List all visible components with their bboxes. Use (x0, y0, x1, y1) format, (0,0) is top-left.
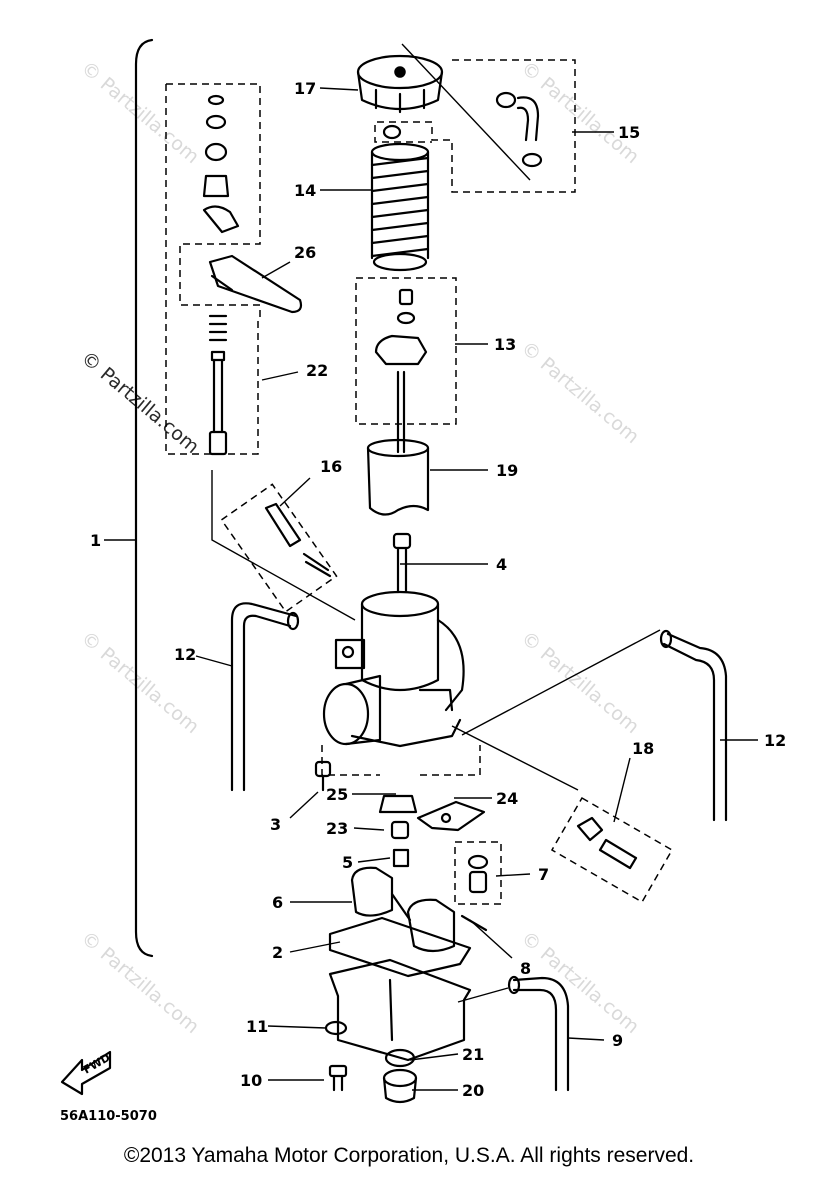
box-16-parts (220, 483, 338, 613)
part-21-washer (384, 1048, 416, 1068)
callout-18: 18 (632, 739, 654, 758)
leader-lines (104, 43, 758, 1091)
part-18-throttle-stop (576, 816, 638, 870)
watermark-text: © Partzilla.com (77, 57, 203, 168)
part-22-stop-screw (208, 314, 228, 456)
part-6-float (350, 866, 456, 953)
box-18-parts (550, 796, 674, 904)
part-19-throttle-valve (366, 438, 430, 516)
callout-10: 10 (240, 1071, 262, 1090)
callout-22: 22 (306, 361, 328, 380)
callout-15: 15 (618, 123, 640, 142)
part-float-bowl (328, 958, 472, 1062)
part-8-pin (460, 914, 488, 932)
callout-12-left: 12 (174, 645, 196, 664)
part-16-air-screw (264, 502, 332, 578)
watermark-text: © Partzilla.com (517, 627, 643, 738)
part-24-plate (416, 800, 486, 832)
part-17-cap (356, 54, 444, 114)
box-22-parts (165, 84, 259, 455)
part-3-screw (314, 760, 332, 792)
watermark-text: © Partzilla.com (77, 927, 203, 1038)
callout-9: 9 (612, 1031, 623, 1050)
callout-7: 7 (538, 865, 549, 884)
part-body-carburetor (322, 590, 465, 748)
part-12-hose-left (230, 602, 300, 792)
callout-23: 23 (326, 819, 348, 838)
watermark-text-dark: © Partzilla.com (77, 347, 203, 458)
part-12-hose-right (659, 629, 728, 822)
watermark-text: © Partzilla.com (517, 337, 643, 448)
box-15-parts (374, 59, 576, 193)
part-11-washer (324, 1020, 348, 1036)
part-15-fitting (382, 91, 543, 168)
callout-5: 5 (342, 853, 353, 872)
watermark-text: © Partzilla.com (517, 57, 643, 168)
part-7-pilot-jet (467, 854, 489, 894)
part-13-needle-assembly (374, 288, 428, 454)
watermark-text: © Partzilla.com (77, 627, 203, 738)
callout-14: 14 (294, 181, 316, 200)
watermarks: © Partzilla.com © Partzilla.com © Partzi… (77, 57, 643, 1038)
callout-16: 16 (320, 457, 342, 476)
part-25-valve-seat (378, 794, 418, 814)
callouts: 1 2 3 4 5 6 7 8 9 10 11 12 12 13 14 15 1… (90, 79, 786, 1100)
callout-1: 1 (90, 531, 101, 550)
copyright-text: ©2013 Yamaha Motor Corporation, U.S.A. A… (123, 1144, 695, 1167)
drawing-code: 56A110-5070 (60, 1109, 157, 1124)
part-26-parts (202, 94, 303, 314)
callout-4: 4 (496, 555, 507, 574)
box-13-parts (355, 277, 457, 425)
callout-13: 13 (494, 335, 516, 354)
part-20-plug (382, 1068, 418, 1104)
box-25-24 (321, 745, 481, 776)
group-boxes (165, 59, 674, 905)
callout-19: 19 (496, 461, 518, 480)
callout-6: 6 (272, 893, 283, 912)
box-7-parts (454, 841, 502, 905)
callout-20: 20 (462, 1081, 484, 1100)
part-14-spring (370, 142, 430, 272)
part-9-drain-hose (507, 975, 570, 1092)
callout-25: 25 (326, 785, 348, 804)
part-10-screw (328, 1064, 348, 1092)
part-23-jet (390, 820, 410, 840)
callout-24: 24 (496, 789, 518, 808)
part-5-main-jet (392, 848, 410, 868)
callout-11: 11 (246, 1017, 268, 1036)
callout-8: 8 (520, 959, 531, 978)
callout-26: 26 (294, 243, 316, 262)
fwd-label: FWD (81, 1051, 112, 1077)
callout-3: 3 (270, 815, 281, 834)
callout-2: 2 (272, 943, 283, 962)
callout-12-right: 12 (764, 731, 786, 750)
box-26-parts (166, 83, 261, 318)
watermark-text: © Partzilla.com (517, 927, 643, 1038)
part-4-needle-jet (392, 532, 412, 594)
fwd-arrow-icon: FWD (60, 1050, 112, 1096)
part-2-gasket (328, 916, 472, 978)
assembly-bracket (134, 38, 154, 958)
callout-21: 21 (462, 1045, 484, 1064)
callout-17: 17 (294, 79, 316, 98)
